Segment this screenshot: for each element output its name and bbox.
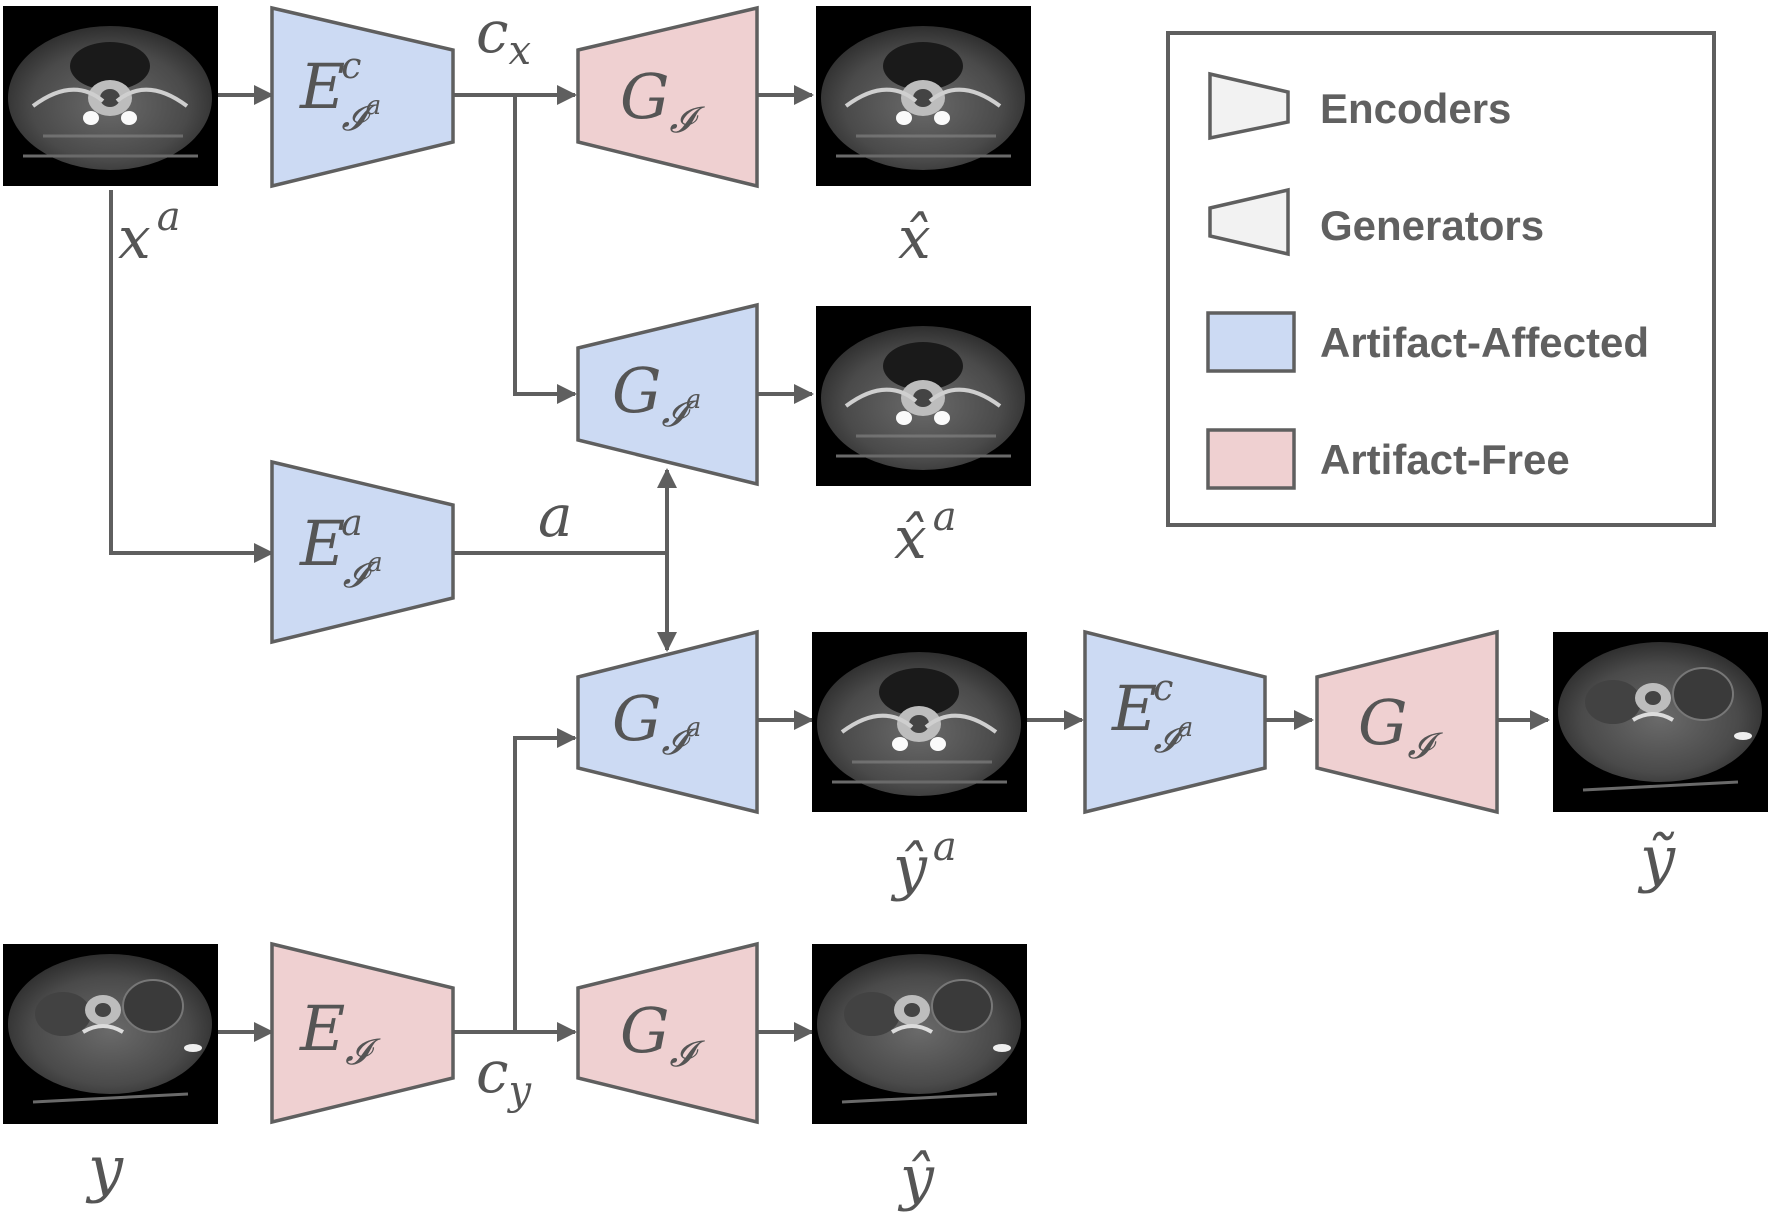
legend-encoders-label: Encoders (1320, 85, 1511, 132)
arrow-xa-to-ea (109, 190, 274, 563)
label-enc-free: E𝓘 (299, 992, 381, 1073)
image-xa-hat (814, 304, 1033, 488)
label-x-hat: x̂ (898, 204, 931, 272)
generator-affected-low (576, 629, 759, 815)
legend-generators-label: Generators (1320, 202, 1544, 249)
arrow-cy-branch-to-g-low (513, 728, 577, 1032)
label-y-hat: ŷ (897, 1143, 935, 1213)
label-cy: cy (476, 1038, 532, 1114)
generator-free-bottom (576, 941, 759, 1125)
label-gen-affected-mid: G𝓘a (612, 354, 701, 435)
image-xa (1, 4, 220, 188)
generator-affected-mid (576, 302, 759, 487)
label-y: y (85, 1132, 124, 1205)
image-y-tilde (1551, 630, 1770, 814)
legend-free-label: Artifact-Free (1320, 436, 1570, 483)
encoder-content-affected-2 (1083, 629, 1267, 815)
legend: Encoders Generators Artifact-Affected Ar… (1166, 31, 1716, 527)
encoder-artifact (270, 459, 455, 645)
arrow-cx-branch-to-g-mid (513, 95, 577, 404)
label-y-tilde: ỹ (1637, 822, 1676, 895)
legend-affected-label: Artifact-Affected (1320, 319, 1649, 366)
image-y (1, 942, 220, 1126)
legend-encoder-swatch (1208, 71, 1290, 141)
encoder-free (270, 941, 455, 1125)
image-ya-hat (810, 630, 1029, 814)
label-xa-hat: x̂a (894, 494, 957, 572)
legend-affected-swatch (1206, 311, 1296, 373)
image-y-hat (810, 942, 1029, 1126)
generator-free-top (576, 5, 759, 189)
label-a: a (538, 482, 573, 550)
encoder-content-affected (270, 5, 455, 189)
image-x-hat (814, 4, 1033, 188)
generator-free-right (1315, 629, 1499, 815)
label-cx: cx (476, 0, 531, 74)
legend-free-swatch (1206, 428, 1296, 490)
connections (109, 85, 1550, 1042)
legend-generator-swatch (1208, 187, 1290, 257)
blocks (270, 5, 1499, 1125)
